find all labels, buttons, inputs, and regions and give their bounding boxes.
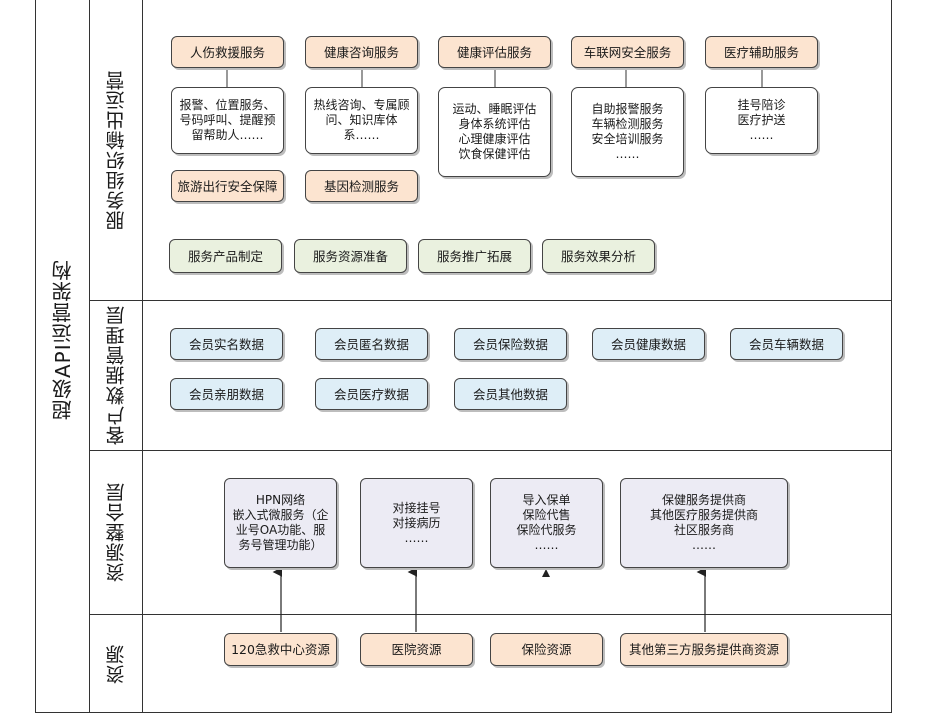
description-line: 系…… — [343, 128, 380, 142]
integration-line: 对接挂号 — [392, 500, 441, 515]
integration-line: 社区服务商 — [673, 523, 734, 537]
description-line: 心理健康评估 — [458, 132, 531, 146]
service-description: 运动、睡眠评估 身体系统评估 心理健康评估 饮食保健评估 — [438, 87, 551, 177]
description-line: 挂号陪诊 — [737, 98, 786, 112]
description-line: …… — [749, 128, 774, 142]
description-line: 身体系统评估 — [458, 117, 531, 131]
ops-item: 服务推广拓展 — [418, 239, 531, 273]
resource-item: 保险资源 — [490, 633, 603, 666]
member-data-item: 会员车辆数据 — [730, 328, 843, 360]
architecture-frame — [35, 0, 892, 713]
description-line: 报警、位置服务、 — [179, 98, 276, 112]
integration-box: 导入保单 保险代售 保险代服务 …… — [490, 478, 603, 568]
description-line: 医疗护送 — [737, 113, 786, 127]
integration-line: 保险代服务 — [516, 523, 577, 537]
resource-item: 医院资源 — [360, 633, 473, 666]
extra-service: 旅游出行安全保障 — [171, 170, 284, 202]
layer-label-divider — [142, 0, 143, 713]
integration-box: 保健服务提供商 其他医疗服务提供商 社区服务商 …… — [620, 478, 788, 568]
description-line: 留帮助人…… — [191, 128, 264, 142]
integration-line: HPN网络 — [255, 493, 306, 507]
integration-line: 导入保单 — [522, 493, 571, 507]
diagram-title: 超级API运营架构 — [51, 259, 75, 421]
layer-label-service: 服务组织输出运营 — [105, 70, 128, 230]
integration-box: HPN网络 嵌入式微服务（企 业号OA功能、服 务号管理功能） — [224, 478, 337, 568]
integration-line: …… — [534, 538, 559, 552]
member-data-item: 会员其他数据 — [454, 378, 567, 410]
member-data-item: 会员亲朋数据 — [170, 378, 283, 410]
description-line: 运动、睡眠评估 — [452, 102, 537, 116]
integration-line: 嵌入式微服务（企 — [232, 508, 329, 522]
service-description: 报警、位置服务、 号码呼叫、提醒预 留帮助人…… — [171, 87, 284, 154]
layer-divider-2 — [89, 450, 892, 451]
layer-label-integration: 资源整合层 — [105, 482, 128, 583]
service-header: 健康评估服务 — [438, 36, 551, 68]
ops-item: 服务产品制定 — [169, 239, 282, 273]
resource-item: 120急救中心资源 — [224, 633, 337, 666]
member-data-item: 会员匿名数据 — [315, 328, 428, 360]
integration-line: 务号管理功能） — [238, 538, 323, 552]
ops-item: 服务效果分析 — [542, 239, 655, 273]
ops-item: 服务资源准备 — [294, 239, 407, 273]
layer-divider-3 — [89, 614, 892, 615]
description-line: 安全培训服务 — [591, 132, 664, 146]
integration-line: 保健服务提供商 — [661, 493, 746, 507]
integration-line: 保险代售 — [522, 508, 571, 522]
member-data-item: 会员健康数据 — [592, 328, 705, 360]
integration-line: 其他医疗服务提供商 — [649, 508, 758, 522]
integration-line: …… — [692, 538, 716, 552]
integration-line: 对接病历 — [392, 515, 441, 530]
service-description: 热线咨询、专属顾 问、知识库体 系…… — [305, 87, 418, 154]
integration-box: 对接挂号 对接病历 …… — [360, 478, 473, 568]
service-description: 挂号陪诊 医疗护送 …… — [705, 87, 818, 154]
title-divider — [89, 0, 90, 713]
description-line: 号码呼叫、提醒预 — [179, 113, 276, 127]
extra-service: 基因检测服务 — [305, 170, 418, 202]
member-data-item: 会员医疗数据 — [315, 378, 428, 410]
member-data-item: 会员保险数据 — [454, 328, 567, 360]
description-line: 问、知识库体 — [325, 113, 398, 127]
service-description: 自助报警服务 车辆检测服务 安全培训服务 …… — [571, 87, 684, 177]
description-line: 饮食保健评估 — [458, 147, 531, 161]
integration-line: 业号OA功能、服 — [235, 523, 326, 537]
member-data-item: 会员实名数据 — [170, 328, 283, 360]
resource-item: 其他第三方服务提供商资源 — [620, 633, 788, 666]
description-line: 车辆检测服务 — [591, 117, 664, 131]
layer-label-customer: 客户数据管理层 — [105, 305, 128, 446]
description-line: 热线咨询、专属顾 — [313, 98, 410, 112]
service-header: 健康咨询服务 — [305, 36, 418, 68]
layer-divider-1 — [89, 300, 892, 301]
service-header: 人伤救援服务 — [171, 36, 284, 68]
description-line: 自助报警服务 — [591, 102, 664, 116]
layer-label-resource: 资源 — [105, 644, 128, 684]
integration-line: …… — [404, 530, 429, 545]
service-header: 医疗辅助服务 — [705, 36, 818, 68]
service-header: 车联网安全服务 — [571, 36, 684, 68]
description-line: …… — [615, 147, 640, 161]
